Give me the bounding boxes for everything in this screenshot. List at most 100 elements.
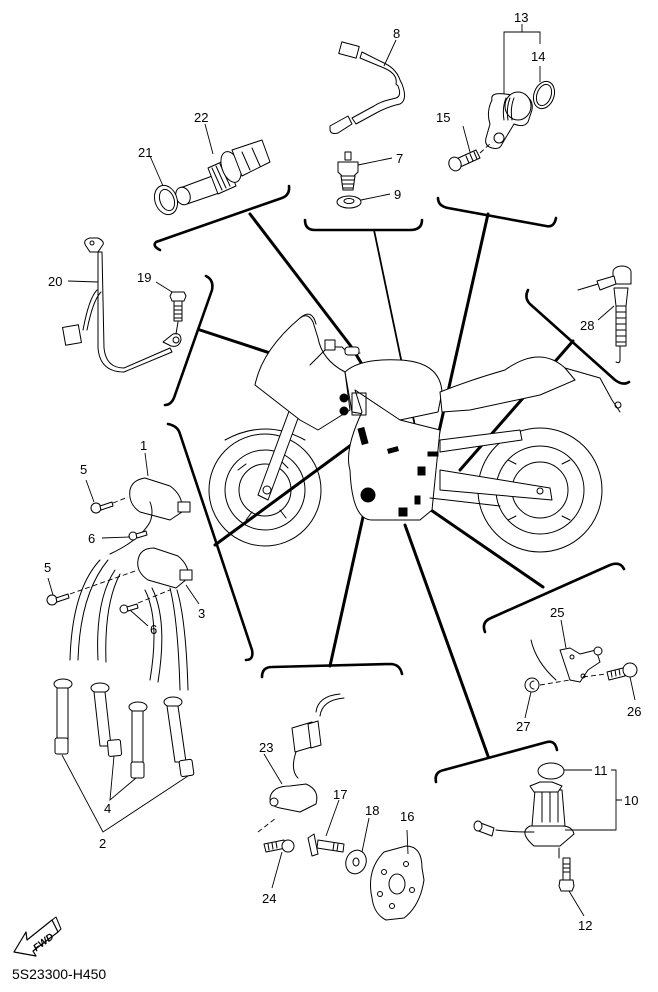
marker-ignition — [357, 426, 369, 446]
part-2-4-plug-caps — [53, 559, 195, 779]
marker-dot-lower — [339, 406, 349, 416]
marker-pickup — [360, 487, 376, 503]
part-5-bolt-lower — [46, 569, 139, 606]
part-20-ground-lead — [62, 237, 182, 373]
callout-20: 20 — [48, 274, 62, 289]
part-26-bolt — [582, 662, 638, 681]
callout-5-upper: 5 — [80, 462, 87, 477]
fwd-arrow-depth — [51, 916, 62, 933]
frame-speed-sensor — [436, 196, 558, 228]
muffler-bracket — [439, 429, 523, 453]
leader-ignition-coils — [213, 435, 364, 547]
fwd-arrow-icon — [13, 919, 59, 957]
callout-1: 1 — [140, 438, 147, 453]
callout-19: 19 — [137, 270, 151, 285]
marker-oil-level — [398, 507, 408, 517]
callout-7: 7 — [396, 151, 403, 166]
part-15-bolt — [448, 141, 493, 172]
drawing-code: 5S23300-H450 — [12, 966, 106, 982]
front-hub — [238, 463, 292, 517]
front-spokes — [237, 461, 289, 521]
callout-10: 10 — [624, 793, 638, 808]
plug-cap-4 — [163, 696, 195, 777]
marker-temperature — [387, 446, 399, 454]
callout-24: 24 — [262, 891, 276, 906]
part-6-bolt-lower — [119, 589, 171, 614]
engine-block — [348, 389, 441, 521]
callout-22: 22 — [194, 110, 208, 125]
callout-13: 13 — [514, 10, 528, 25]
front-fairing — [254, 315, 351, 431]
frame-temperature-sensor — [153, 184, 291, 252]
part-13-speed-sensor — [485, 91, 533, 149]
leader-pickup-coil — [328, 506, 367, 668]
front-wheel — [208, 433, 322, 547]
leader-oil-level-switch — [403, 523, 490, 758]
callout-26: 26 — [627, 704, 641, 719]
callout-12: 12 — [578, 918, 592, 933]
marker-rect — [351, 392, 367, 416]
part-12-bolt — [558, 857, 575, 892]
windscreen — [299, 313, 317, 325]
part-27-nut — [524, 677, 571, 693]
frame-pickup-coil — [260, 662, 404, 679]
callout-14: 14 — [531, 49, 545, 64]
part-9-washer — [336, 195, 362, 209]
callout-labels: 1 2 3 4 5 5 6 6 7 8 9 10 11 12 13 14 15 … — [44, 10, 641, 933]
part-6-bolt-upper — [128, 530, 148, 541]
frame-ignition-coils — [166, 422, 254, 662]
callout-16: 16 — [400, 809, 414, 824]
fuel-tank — [344, 359, 443, 421]
marker-dot-upper — [339, 393, 349, 403]
callout-9: 9 — [394, 187, 401, 202]
part-28-switch — [577, 265, 632, 364]
callout-3: 3 — [198, 606, 205, 621]
rear-axle — [536, 487, 544, 495]
part-3-ignition-coil — [137, 547, 193, 589]
part-14-o-ring — [532, 80, 556, 110]
frame-oil-level-switch — [434, 740, 559, 784]
part-21-gasket — [153, 184, 179, 216]
callout-27: 27 — [516, 719, 530, 734]
marker-speed — [427, 451, 439, 457]
callout-5-lower: 5 — [44, 560, 51, 575]
callout-11: 11 — [594, 763, 608, 778]
grip — [344, 346, 360, 356]
part-8-lead-wire — [329, 41, 406, 134]
part-11-o-ring — [537, 762, 565, 780]
part-7-oil-pressure-switch — [337, 151, 359, 191]
part-17-bolt — [307, 833, 345, 857]
fwd-direction-indicator: FWD — [13, 916, 62, 957]
tail-light — [614, 401, 622, 409]
part-23-pickup-coil — [257, 693, 345, 833]
callout-8: 8 — [393, 26, 400, 41]
plug-cap-3 — [128, 701, 148, 779]
part-25-switch — [530, 639, 603, 683]
callout-17: 17 — [333, 787, 347, 802]
rear-spokes — [507, 459, 571, 521]
footrest — [429, 497, 501, 507]
marker-neutral — [414, 495, 421, 505]
leader-neutral-switch — [426, 506, 545, 589]
swingarm — [439, 469, 553, 501]
part-22-temperature-sensor — [175, 139, 271, 206]
part-24-bolt — [263, 839, 295, 853]
part-5-bolt-upper — [90, 496, 129, 514]
frame-ground-lead — [163, 274, 214, 407]
callout-6-upper: 6 — [88, 531, 95, 546]
mirror-mount — [324, 339, 336, 351]
front-rim — [224, 449, 306, 531]
part-1-ignition-coil — [109, 477, 191, 555]
callout-15: 15 — [436, 110, 450, 125]
part-16-rotor-plate — [370, 845, 425, 921]
part-18-washer — [345, 849, 367, 875]
callout-25: 25 — [550, 605, 564, 620]
seat — [439, 356, 576, 413]
callout-18: 18 — [365, 803, 379, 818]
callout-6-lower: 6 — [150, 622, 157, 637]
tail-section — [564, 367, 621, 413]
plug-cap-1 — [53, 678, 73, 755]
callout-21: 21 — [138, 145, 152, 160]
part-19-bolt — [169, 291, 187, 335]
front-fender — [224, 428, 306, 441]
